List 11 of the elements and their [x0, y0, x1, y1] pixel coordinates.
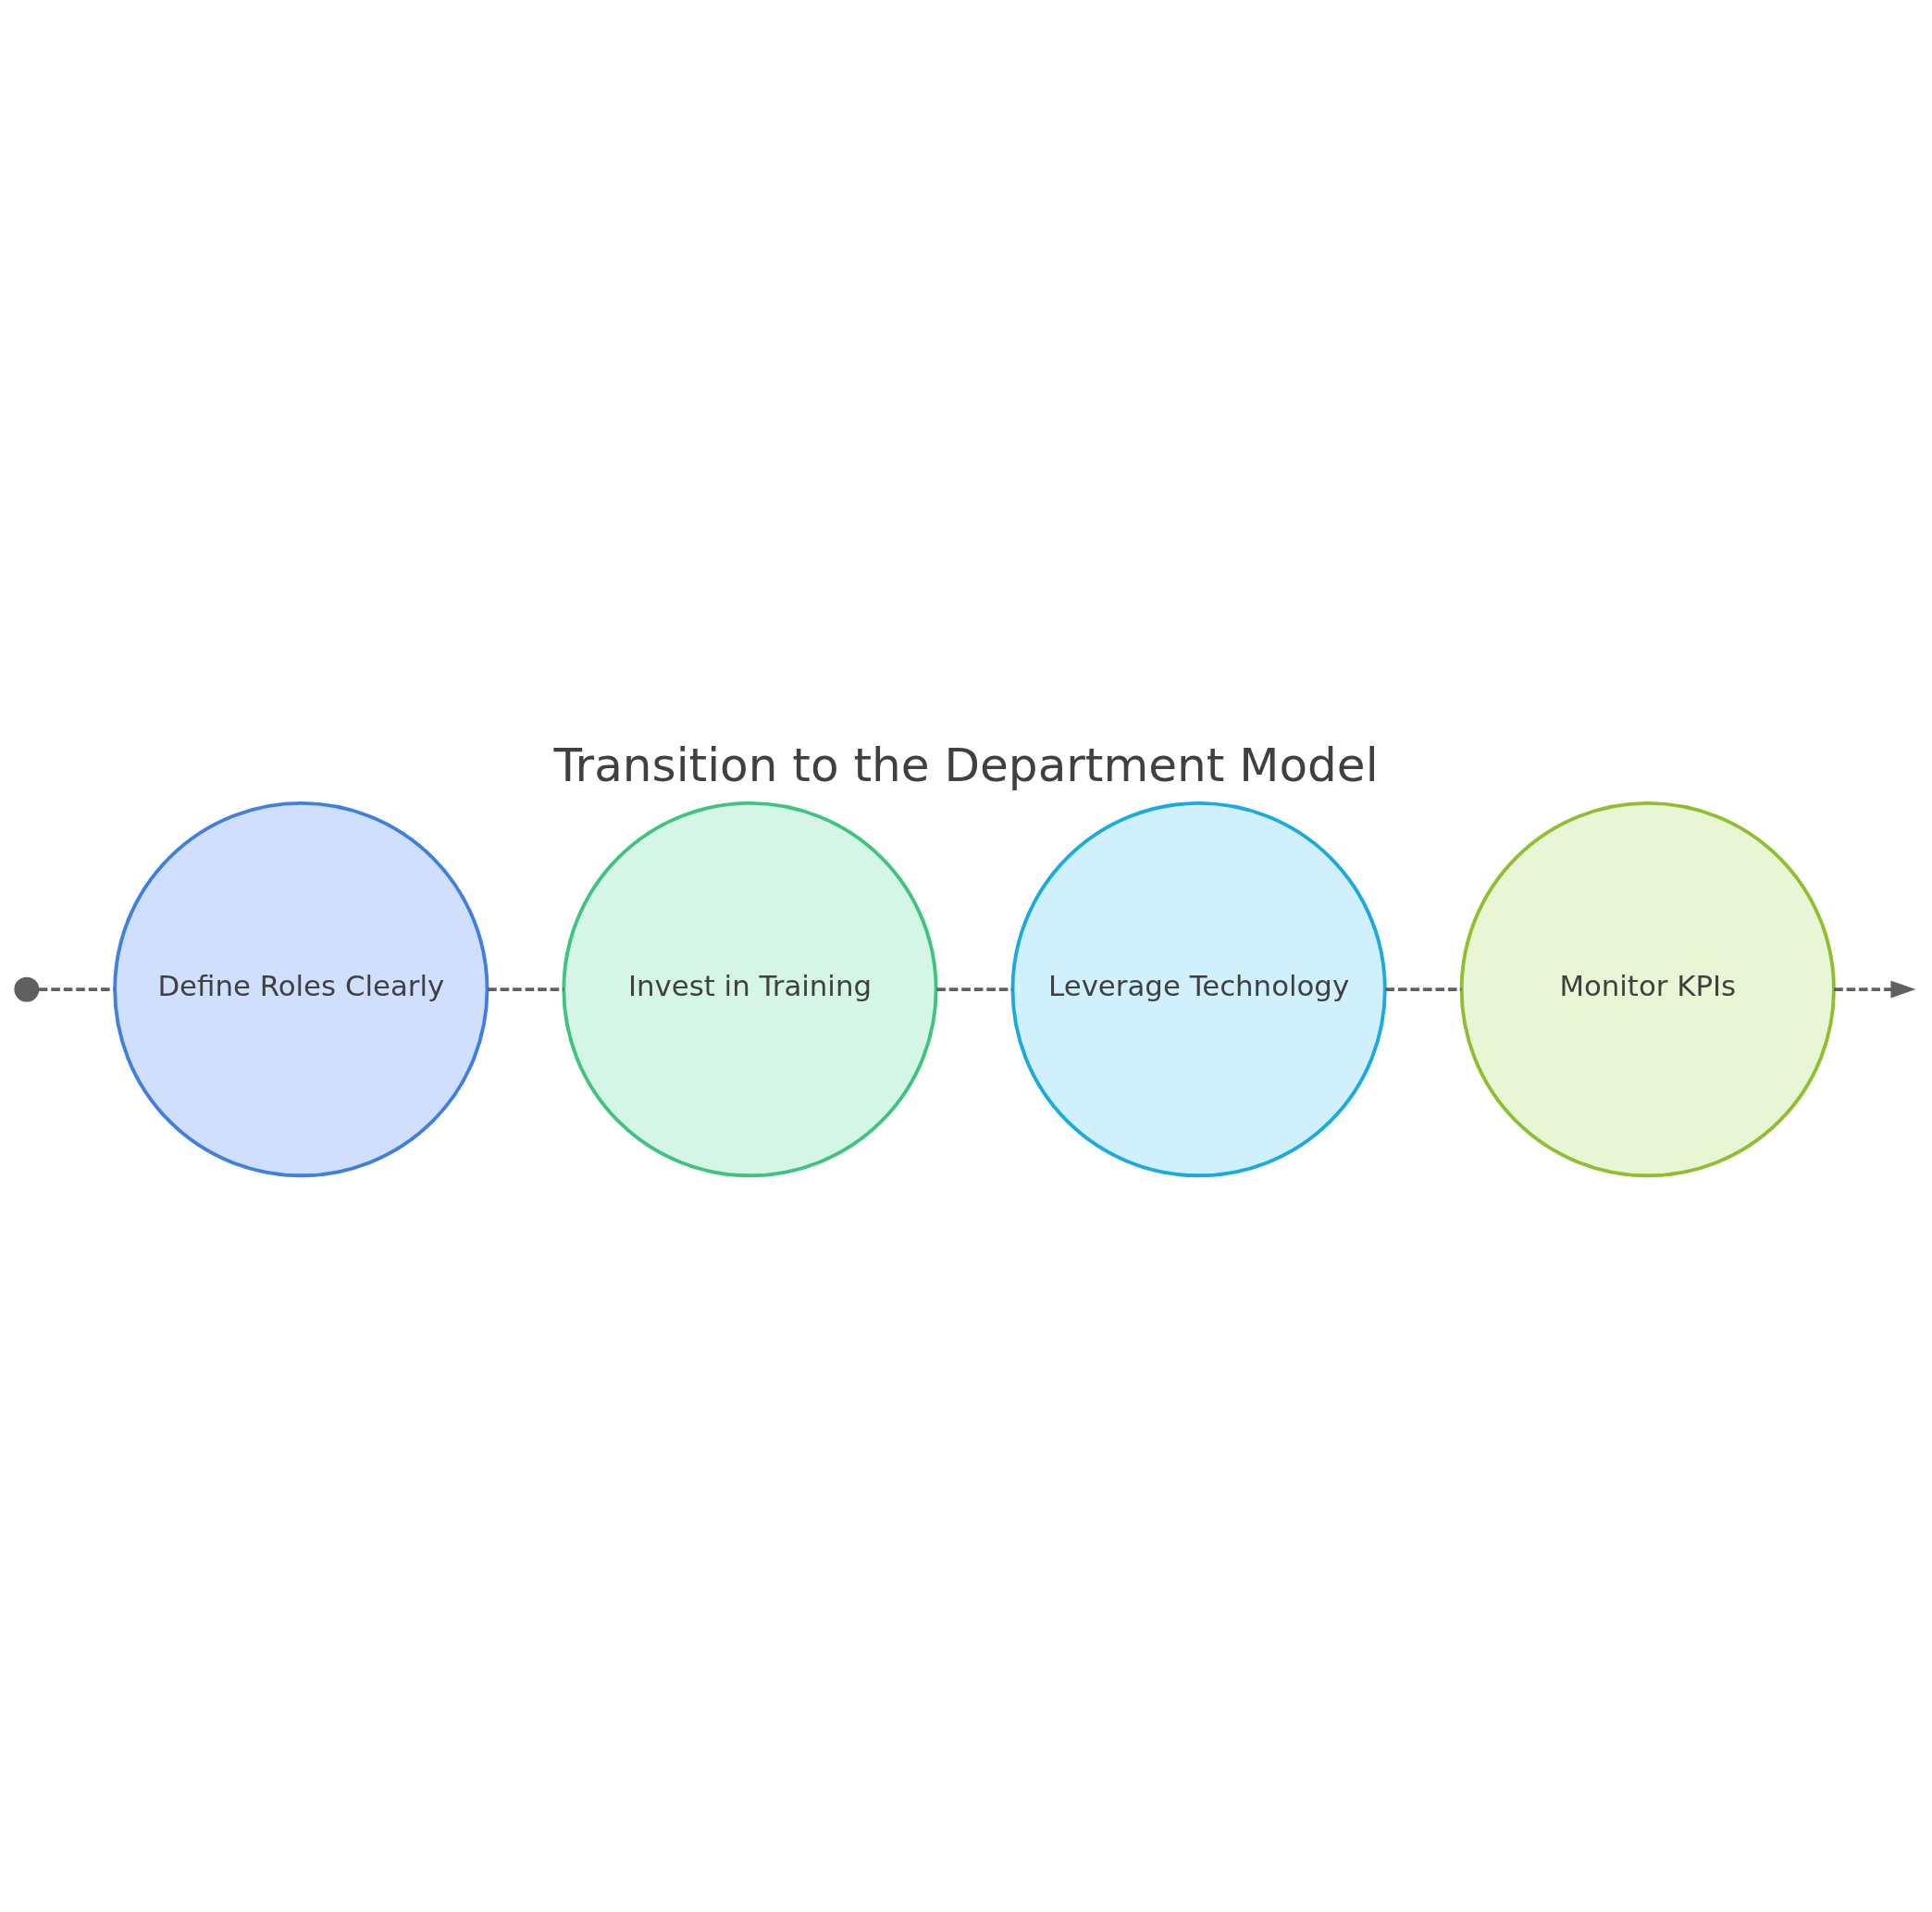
node-circle — [14, 976, 40, 1002]
connector — [38, 987, 115, 991]
arrow — [1833, 980, 1916, 999]
node-circle: Leverage Technology — [1010, 801, 1387, 1177]
node-circle: Define Roles Clearly — [113, 801, 489, 1177]
connector — [936, 987, 1013, 991]
connector — [1385, 987, 1462, 991]
diagram-title: Transition to the Department Model — [553, 738, 1379, 792]
connector — [488, 987, 564, 991]
node-circle: Invest in Training — [562, 801, 938, 1177]
node-circle: Monitor KPIs — [1459, 801, 1836, 1177]
